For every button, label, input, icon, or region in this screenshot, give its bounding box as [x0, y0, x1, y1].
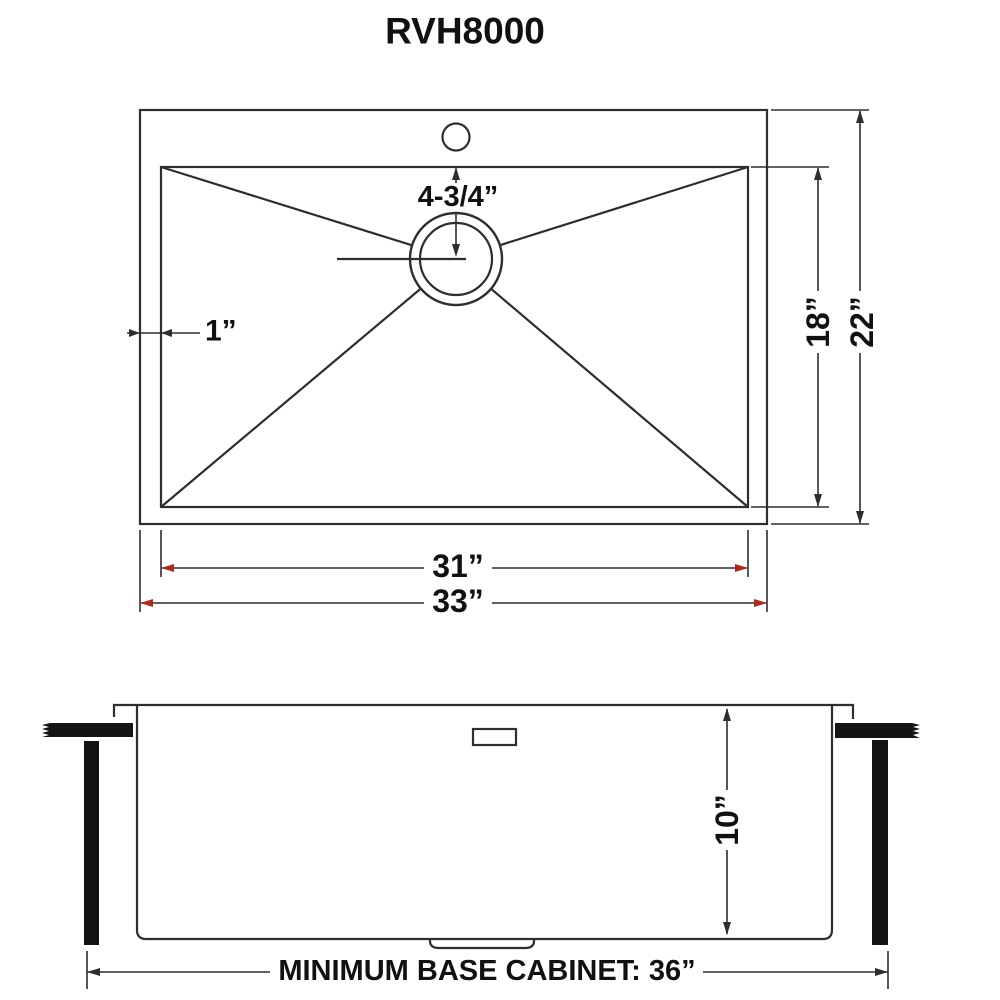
- dim-label-bowl-depth: 10”: [709, 794, 745, 846]
- arrowhead-right: [129, 329, 140, 337]
- page-title: RVH8000: [385, 11, 545, 52]
- dim-rim-width: 1”: [127, 315, 237, 348]
- dim-label-bowl-width: 31”: [432, 548, 484, 584]
- dim-label-overall-front-to-back: 22”: [844, 296, 880, 348]
- dim-overall-width: 33”: [140, 583, 767, 619]
- dim-label-drain-offset: 4-3/4”: [418, 181, 499, 213]
- countertop-section-left: [42, 723, 133, 737]
- faucet-hole-side: [471, 727, 518, 747]
- arrowhead-left: [140, 599, 153, 607]
- bowl-slope-line-top-right: [455, 165, 749, 261]
- arrowhead-down: [856, 511, 864, 524]
- dim-bowl-depth: 10”: [709, 708, 745, 935]
- cabinet-wall-left: [84, 741, 99, 945]
- arrowhead-left: [161, 564, 174, 572]
- sink-rim-profile: [112, 703, 855, 719]
- dim-base-cabinet: MINIMUM BASE CABINET: 36”: [86, 951, 889, 989]
- dim-label-bowl-front-to-back: 18”: [800, 296, 836, 348]
- dim-label-overall-width: 33”: [432, 583, 484, 619]
- arrowhead-down: [814, 494, 822, 507]
- dim-bowl-width: 31”: [161, 548, 748, 584]
- arrowhead-left: [87, 968, 100, 976]
- dim-label-base-cabinet: MINIMUM BASE CABINET: 36”: [278, 955, 695, 987]
- arrowhead-up: [452, 167, 460, 180]
- bowl-inner-edge: [159, 165, 750, 509]
- cabinet-wall-right: [872, 740, 888, 945]
- arrowhead-up: [814, 167, 822, 180]
- dim-label-rim: 1”: [205, 315, 237, 348]
- countertop-section-right: [835, 723, 920, 738]
- sink-outer-rim: [138, 108, 769, 526]
- drain-fitting: [428, 939, 536, 950]
- dim-drain-offset: 4-3/4”: [418, 167, 499, 257]
- sink-bowl-profile: [135, 705, 834, 941]
- dim-bowl-front-to-back: 18”: [800, 167, 836, 507]
- arrowhead-up: [723, 708, 731, 721]
- top-view: 4-3/4” 1” 18” 22”: [127, 108, 880, 619]
- arrowhead-right: [754, 599, 767, 607]
- arrowhead-right: [735, 564, 748, 572]
- bowl-slope-line-top-left: [160, 165, 457, 261]
- side-view: 10” MINIMUM BASE CABINET: 36”: [42, 703, 920, 989]
- arrowhead-left: [161, 329, 172, 337]
- arrowhead-down: [723, 922, 731, 935]
- bowl-slope-line-bottom-right: [455, 258, 749, 508]
- dim-overall-front-to-back: 22”: [844, 110, 880, 524]
- bowl-slope-line-bottom-left: [160, 258, 457, 508]
- arrowhead-down: [452, 244, 460, 257]
- arrowhead-up: [856, 110, 864, 123]
- arrowhead-right: [875, 968, 888, 976]
- faucet-hole: [441, 122, 471, 152]
